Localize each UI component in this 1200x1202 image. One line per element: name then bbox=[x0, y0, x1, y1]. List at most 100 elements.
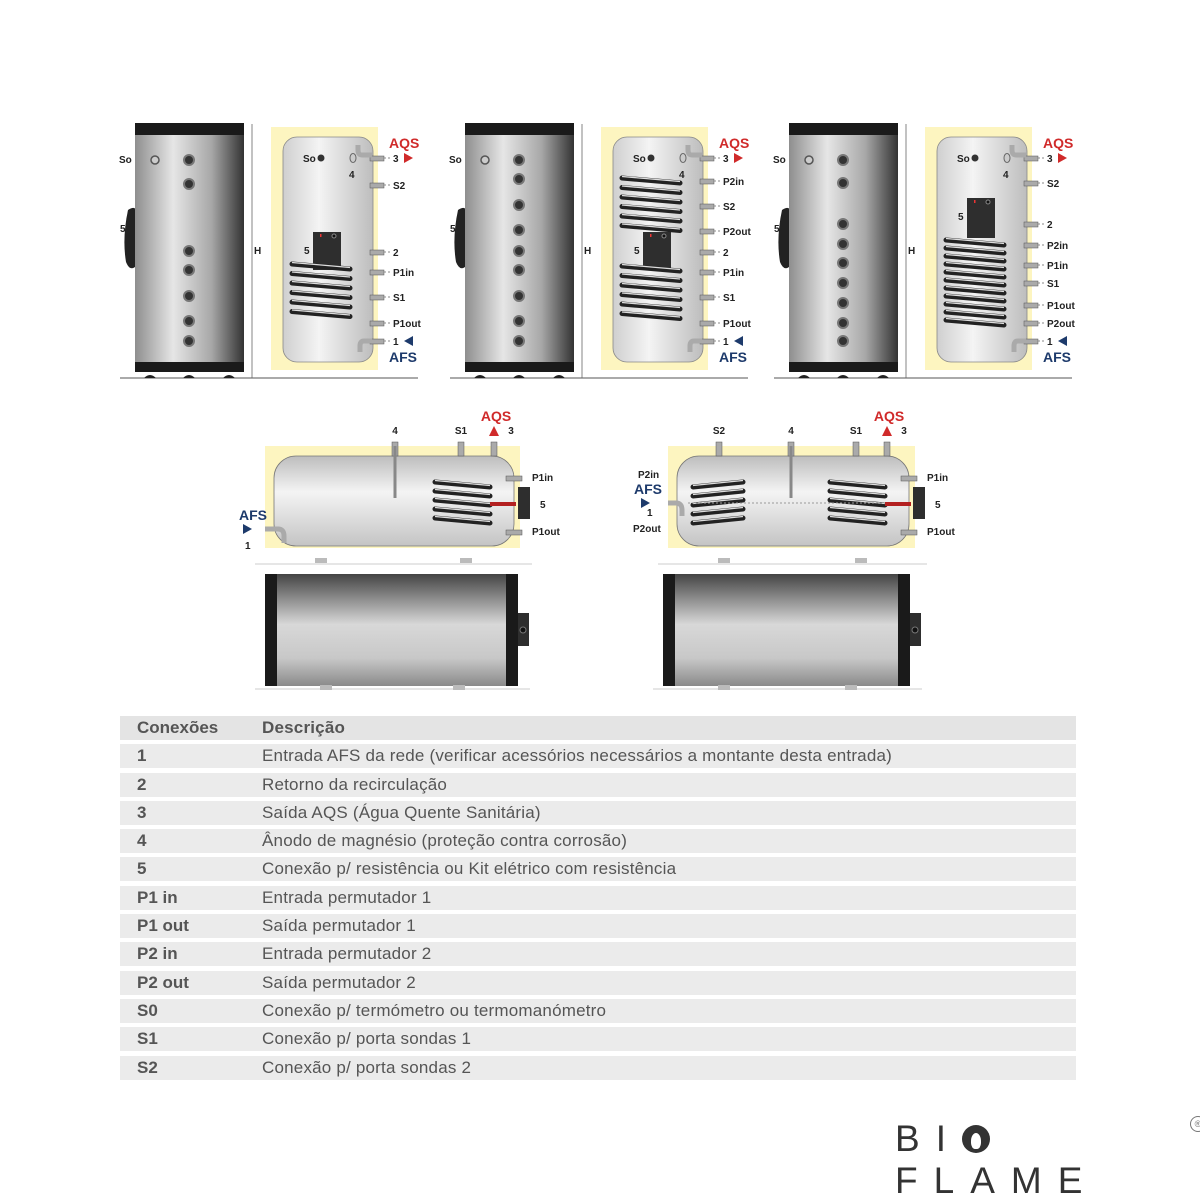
port bbox=[183, 315, 195, 327]
port bbox=[837, 238, 849, 250]
connection-label-2: 2 bbox=[393, 248, 399, 259]
coil-highlight bbox=[291, 309, 351, 316]
coil-tube bbox=[619, 213, 683, 224]
port bbox=[183, 178, 195, 190]
foot bbox=[718, 685, 730, 690]
coil-stub bbox=[505, 475, 523, 482]
connection-label-p2in: P2in bbox=[1047, 241, 1068, 252]
inlet-1-label: 1 bbox=[245, 541, 251, 552]
port bbox=[183, 245, 195, 257]
top-connection-label: 4 bbox=[392, 426, 398, 437]
resistance-kit-icon bbox=[778, 207, 790, 269]
aqs-label: AQS bbox=[874, 408, 904, 424]
connection-stub bbox=[699, 228, 715, 235]
connection-description: Conexão p/ porta sondas 2 bbox=[262, 1057, 472, 1077]
connection-stub bbox=[369, 320, 385, 327]
end-cap bbox=[898, 574, 910, 686]
height-dimension-label: H bbox=[584, 246, 591, 257]
connection-code: S0 bbox=[137, 1000, 158, 1020]
cold-inlet-arrow-icon bbox=[1058, 336, 1067, 346]
coil-highlight bbox=[621, 194, 681, 202]
p1out-label: P1out bbox=[532, 527, 560, 538]
thermostat-knob bbox=[331, 233, 337, 239]
coil-highlight bbox=[434, 488, 491, 496]
cold-inlet-arrow-icon bbox=[243, 524, 252, 534]
s0-port bbox=[317, 154, 325, 162]
coil-highlight bbox=[945, 285, 1005, 293]
connection-stub bbox=[699, 294, 715, 301]
coil-tube bbox=[943, 317, 1007, 328]
logo-letter: M bbox=[1010, 1160, 1058, 1201]
coil-highlight bbox=[434, 515, 491, 523]
logo-letter: B bbox=[895, 1118, 936, 1159]
coil-highlight bbox=[434, 479, 491, 487]
p1in-label: P1in bbox=[927, 473, 948, 484]
thermostat-knob bbox=[985, 199, 991, 205]
connection-description: Conexão p/ resistência ou Kit elétrico c… bbox=[262, 859, 677, 879]
coil-tube bbox=[619, 273, 683, 283]
port bbox=[837, 335, 849, 347]
port bbox=[183, 290, 195, 302]
hot-outlet-arrow-icon bbox=[882, 426, 892, 436]
coil-tube bbox=[289, 309, 353, 319]
header-connections: Conexões bbox=[137, 718, 219, 737]
coil-highlight bbox=[621, 185, 681, 192]
coil-highlight bbox=[621, 273, 681, 280]
top-stub bbox=[715, 441, 723, 457]
coil-highlight bbox=[621, 282, 681, 290]
foot bbox=[144, 375, 156, 378]
foot bbox=[474, 375, 486, 378]
coil-tube bbox=[289, 290, 353, 300]
coil-highlight bbox=[945, 269, 1005, 277]
coil-tube bbox=[432, 497, 493, 508]
inner-s0-label: So bbox=[633, 154, 646, 165]
coil-highlight bbox=[291, 299, 351, 307]
connection-description: Saída permutador 2 bbox=[262, 972, 416, 992]
logo-letter: F bbox=[895, 1160, 934, 1201]
connection-code: 4 bbox=[137, 831, 147, 851]
thermostat-knob bbox=[519, 626, 527, 634]
table-header: Conexões Descrição bbox=[120, 716, 1076, 740]
inlet-pipe bbox=[1011, 338, 1026, 352]
connection-label-p1out: P1out bbox=[393, 319, 421, 330]
coil-highlight bbox=[621, 311, 681, 318]
indicator-light bbox=[974, 200, 976, 203]
logo-letter: A bbox=[970, 1160, 1011, 1201]
end-cap bbox=[265, 574, 277, 686]
connection-label-1: 1 bbox=[723, 337, 729, 348]
foot bbox=[453, 685, 465, 690]
s0-port bbox=[150, 155, 160, 165]
coil-highlight bbox=[945, 245, 1005, 253]
anode-port bbox=[349, 153, 357, 163]
top-stub bbox=[457, 441, 465, 457]
connection-description: Entrada AFS da rede (verificar acessório… bbox=[262, 746, 893, 766]
connection-label-p1in: P1in bbox=[1047, 261, 1068, 272]
coil-highlight bbox=[945, 317, 1005, 325]
connection-stub bbox=[1023, 242, 1039, 249]
coil-highlight bbox=[945, 293, 1005, 301]
hot-outlet-arrow-icon bbox=[489, 426, 499, 436]
aqs-label: AQS bbox=[1043, 135, 1073, 151]
resistance-label: 5 bbox=[634, 246, 640, 257]
aqs-label: AQS bbox=[719, 135, 749, 151]
coil-highlight bbox=[291, 271, 351, 278]
coil-tube bbox=[943, 309, 1007, 320]
logo-letter: I bbox=[935, 1118, 962, 1159]
coil-tube bbox=[432, 479, 493, 490]
resistance-label: 5 bbox=[540, 500, 546, 511]
connection-label-s1: S1 bbox=[393, 293, 406, 304]
port bbox=[513, 224, 525, 236]
connection-stub bbox=[1023, 262, 1039, 269]
coil-tube bbox=[943, 285, 1007, 296]
connection-description: Retorno da recirculação bbox=[262, 774, 448, 794]
hot-outlet-arrow-icon bbox=[1058, 153, 1067, 163]
coil-tube bbox=[432, 506, 493, 517]
foot bbox=[223, 375, 235, 378]
resistance-kit-icon bbox=[124, 207, 136, 269]
coil-highlight bbox=[621, 263, 681, 271]
port bbox=[837, 177, 849, 189]
anode-label: 4 bbox=[679, 170, 685, 181]
